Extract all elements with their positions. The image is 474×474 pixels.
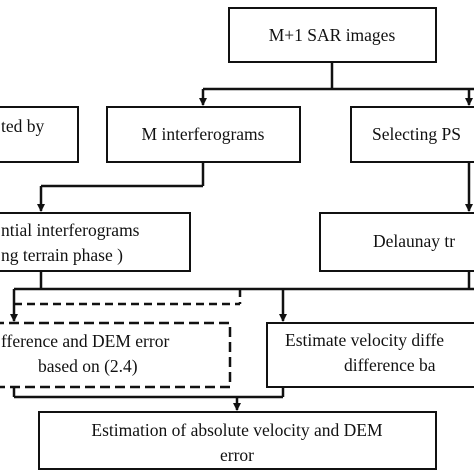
selecting-ps-label: Selecting PS [372, 124, 461, 144]
simulated-box [0, 106, 79, 163]
differential-label-line1: ntial interferograms [1, 220, 140, 240]
estimate-velocity-label-line1: Estimate velocity diffe [285, 330, 444, 350]
connector-merge-estimation [14, 271, 474, 291]
connector-merge-differential [41, 162, 205, 188]
absolute-velocity-label-line2: error [220, 445, 254, 465]
interferograms-label: M interferograms [142, 124, 265, 144]
estimate-velocity-box [266, 322, 474, 388]
sar-images-box [228, 7, 437, 63]
absolute-velocity-label-line1: Estimation of absolute velocity and DEM [91, 420, 383, 440]
differential-label-line2: ng terrain phase ) [1, 245, 123, 265]
estimate-velocity-label-line2: difference ba [344, 355, 436, 375]
connector-sar-split [203, 62, 474, 91]
velocity-dem-label-line2: based on (2.4) [38, 356, 138, 376]
differential-box [0, 212, 191, 272]
delaunay-box [319, 212, 474, 272]
absolute-velocity-box [38, 411, 437, 470]
connector-merge-absolute [12, 387, 285, 399]
selecting-ps-box [350, 106, 474, 163]
delaunay-label: Delaunay tr [373, 231, 455, 251]
simulated-label: ted by [1, 116, 45, 136]
velocity-dem-label-line1: fference and DEM error [1, 331, 169, 351]
connector-dashed-branch [14, 289, 242, 306]
velocity-dem-dashed-box [0, 321, 232, 389]
sar-images-label: M+1 SAR images [269, 25, 396, 45]
